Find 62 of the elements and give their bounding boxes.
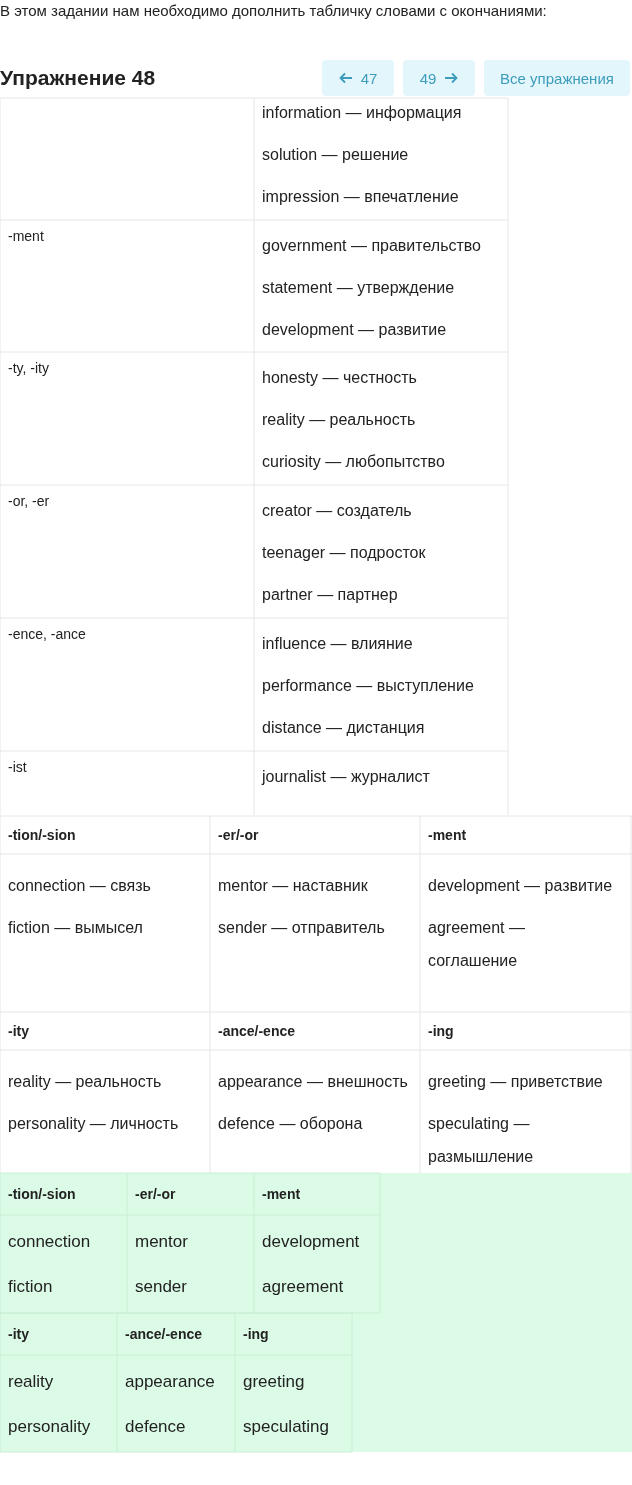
word-translation: distance — дистанция bbox=[262, 718, 426, 738]
word-translation: development — развитие bbox=[262, 320, 448, 340]
word-translation: teenager — подросток bbox=[262, 543, 427, 563]
word-translation: performance — выступление bbox=[262, 676, 475, 696]
answer-word: appearance bbox=[125, 1371, 216, 1393]
word-translation: honesty — честность bbox=[262, 368, 418, 388]
suffix-header: -ing bbox=[243, 1326, 270, 1342]
page-nav-button: 47 bbox=[322, 60, 394, 96]
word-translation: statement — утверждение bbox=[262, 278, 456, 298]
intro-text: В этом задании нам необходимо дополнить табличку словами с окончаниями: bbox=[0, 2, 548, 19]
word-translation: speculating — размышление bbox=[428, 1114, 535, 1167]
suffix-header: -ment bbox=[262, 1186, 302, 1202]
suffix-header: -tion/-sion bbox=[8, 827, 77, 843]
word-translation: mentor — наставник bbox=[218, 876, 369, 896]
word-translation: sender — отправитель bbox=[218, 918, 386, 938]
answer-word: speculating bbox=[243, 1416, 330, 1438]
word-translation: development — развитие bbox=[428, 876, 614, 896]
answer-word: reality bbox=[8, 1371, 55, 1393]
answer-word: connection bbox=[8, 1231, 92, 1253]
suffix-header: -ity bbox=[8, 1023, 30, 1039]
word-translation: impression — впечатление bbox=[262, 187, 460, 207]
all-exercises-button: Все упражнения bbox=[484, 60, 630, 96]
answer-word: greeting bbox=[243, 1371, 306, 1393]
suffix-header: -tion/-sion bbox=[8, 1186, 77, 1202]
word-translation: solution — решение bbox=[262, 145, 410, 165]
suffix-header: -ity bbox=[8, 1326, 30, 1342]
answer-word: development bbox=[262, 1231, 361, 1253]
word-translation: journalist — журналист bbox=[262, 767, 431, 787]
word-translation: fiction — вымысел bbox=[8, 918, 144, 938]
word-translation: connection — связь bbox=[8, 876, 152, 896]
page-nav-button: 49 bbox=[403, 60, 475, 96]
page-title: Упражнение 48 bbox=[0, 66, 156, 90]
suffix-header: -ance/-ence bbox=[218, 1023, 297, 1039]
suffix-header: -er/-or bbox=[218, 827, 260, 843]
suffix-header: -er/-or bbox=[135, 1186, 177, 1202]
suffix-header: -ance/-ence bbox=[125, 1326, 204, 1342]
word-translation: reality — реальность bbox=[8, 1072, 163, 1092]
word-translation: reality — реальность bbox=[262, 410, 417, 430]
word-translation: defence — оборона bbox=[218, 1114, 364, 1134]
suffix-header: -ing bbox=[428, 1023, 455, 1039]
answer-word: fiction bbox=[8, 1276, 54, 1298]
answer-word: mentor bbox=[135, 1231, 189, 1253]
answer-word: defence bbox=[125, 1416, 187, 1438]
answer-word: personality bbox=[8, 1416, 92, 1438]
word-translation: creator — создатель bbox=[262, 501, 413, 521]
word-translation: greeting — приветствие bbox=[428, 1072, 604, 1092]
word-translation: partner — партнер bbox=[262, 585, 399, 605]
suffix-label: -ence, -ance bbox=[8, 626, 87, 642]
suffix-header: -ment bbox=[428, 827, 468, 843]
suffix-label: -ment bbox=[8, 228, 45, 244]
word-translation: influence — влияние bbox=[262, 634, 414, 654]
word-translation: appearance — внешность bbox=[218, 1072, 408, 1092]
word-translation: information — информация bbox=[262, 103, 463, 123]
suffix-label: -ist bbox=[8, 759, 28, 775]
word-translation: personality — личность bbox=[8, 1114, 180, 1134]
suffix-label: -ty, -ity bbox=[8, 360, 50, 376]
answer-word: sender bbox=[135, 1276, 188, 1298]
word-translation: government — правительство bbox=[262, 236, 482, 256]
answer-word: agreement bbox=[262, 1276, 345, 1298]
word-translation: agreement — соглашение bbox=[428, 918, 526, 971]
word-translation: curiosity — любопытство bbox=[262, 452, 446, 472]
suffix-label: -or, -er bbox=[8, 493, 51, 509]
